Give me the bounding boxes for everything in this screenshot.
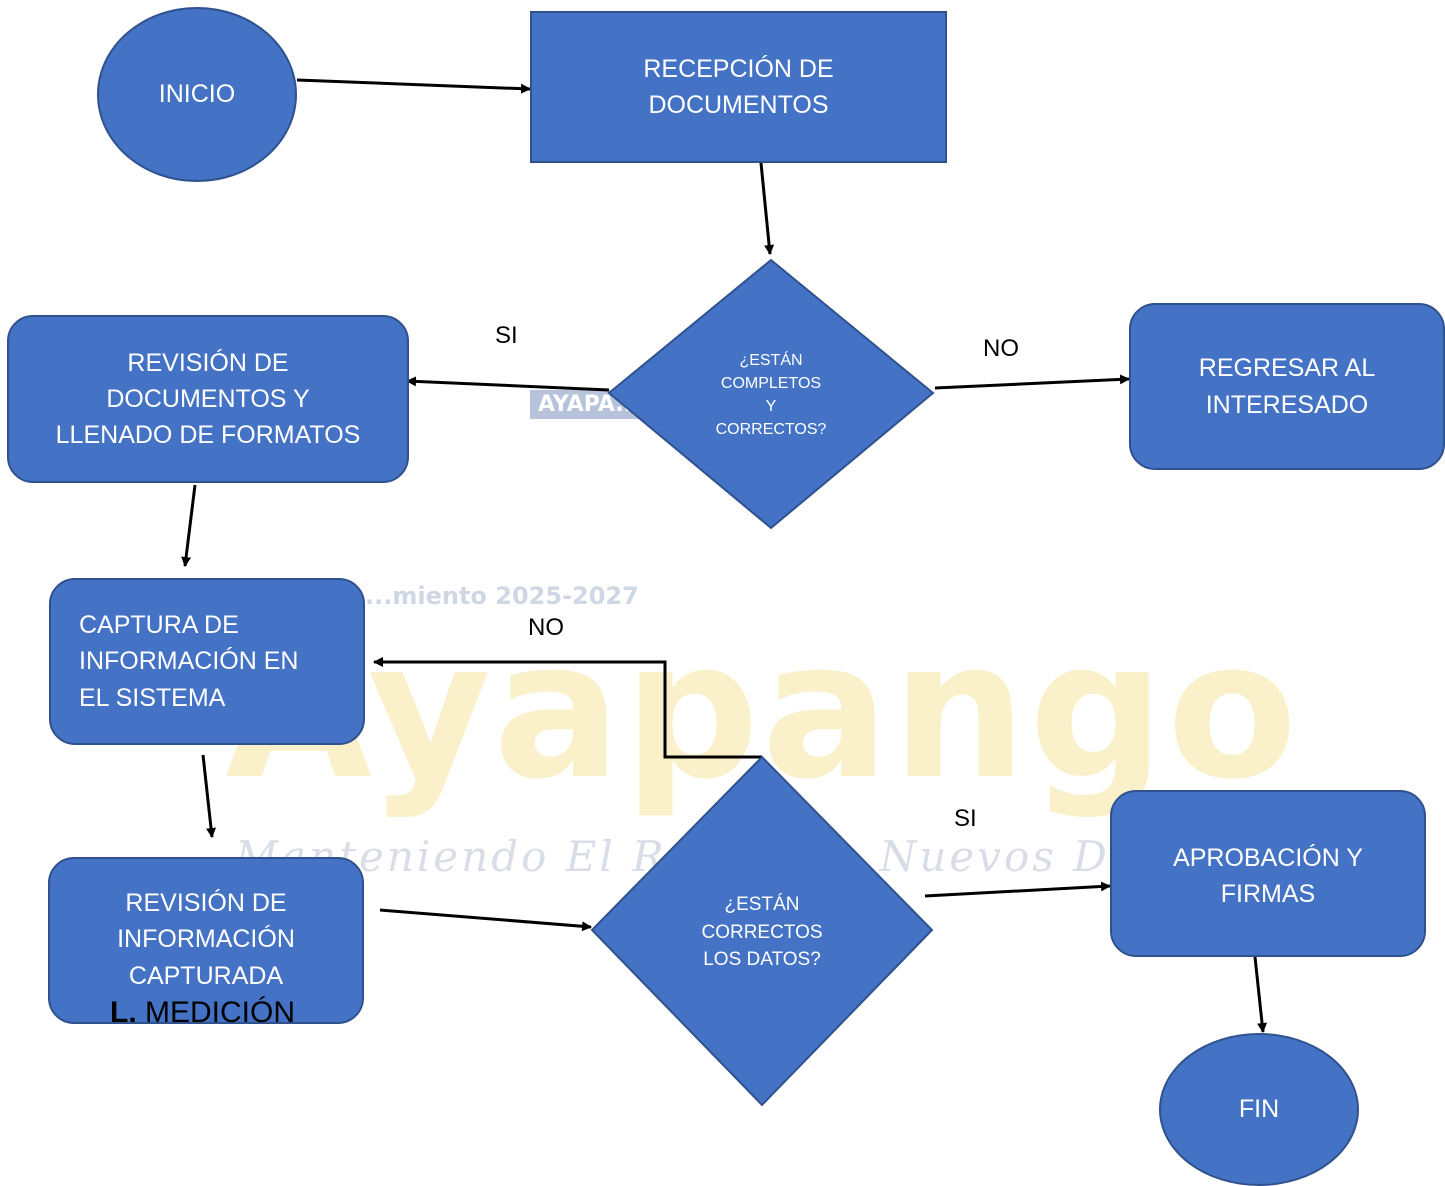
aprobacion-line-2: FIRMAS [1220,880,1316,909]
edge-label-si-2: SI [940,795,1012,841]
section-title: MEDICIÓN [145,996,296,1029]
decision2-line-1: ¿ESTÁN [724,894,800,916]
edge-label-no-2: NO [518,606,624,650]
end-node[interactable]: FIN [1159,1033,1359,1186]
captura-line-3: EL SISTEMA [79,683,226,712]
revision-doc-line-3: LLENADO DE FORMATOS [55,421,361,450]
decision2-line-3: LOS DATOS? [703,949,821,971]
recepcion-line-1: RECEPCIÓN DE [643,54,834,83]
decision2-label[interactable]: ¿ESTÁN CORRECTOS LOS DATOS? [672,880,852,985]
revision-doc-line-2: DOCUMENTOS Y [106,384,310,413]
edge-label-no-1: NO [983,335,1019,362]
start-label: INICIO [158,80,236,109]
process-regresar[interactable]: REGRESAR AL INTERESADO [1129,303,1445,470]
decision1-line-1: ¿ESTÁN [739,351,803,369]
revision-doc-line-1: REVISIÓN DE [127,348,289,377]
captura-line-1: CAPTURA DE [79,611,239,640]
process-captura[interactable]: CAPTURA DE INFORMACIÓN EN EL SISTEMA [49,578,365,745]
section-letter: L. [110,996,137,1029]
arrow-inicio-to-recepcion [296,78,531,94]
captura-line-2: INFORMACIÓN EN [79,647,299,676]
arrow-aprobacion-to-fin [1253,956,1268,1033]
decision2-diamond [590,755,934,1107]
section-heading: L. MEDICIÓN [110,996,295,1030]
decision2-line-2: CORRECTOS [701,921,823,943]
arrow-decision2-to-aprobacion [924,881,1111,898]
regresar-line-2: INTERESADO [1205,390,1369,419]
arrow-captura-to-revision-info [201,754,216,838]
decision1-diamond [607,258,935,530]
recepcion-line-2: DOCUMENTOS [648,91,829,119]
arrow-recepcion-to-decision1 [759,162,775,255]
revision-info-line-2: INFORMACIÓN [117,925,295,954]
process-revision-documentos[interactable]: REVISIÓN DE DOCUMENTOS Y LLENADO DE FORM… [7,315,409,483]
decision1-line-2: COMPLETOS [720,374,822,392]
end-label: FIN [1238,1095,1280,1124]
arrow-revision-info-to-decision2 [379,908,592,932]
decision1-line-4: CORRECTOS? [715,421,827,439]
decision1-label[interactable]: ¿ESTÁN COMPLETOS Y CORRECTOS? [690,340,852,450]
aprobacion-line-1: APROBACIÓN Y [1173,844,1363,872]
arrow-decision1-to-regresar [934,374,1130,390]
start-node[interactable]: INICIO [97,7,297,182]
arrow-decision2-to-captura [373,657,762,759]
process-revision-informacion[interactable]: REVISIÓN DE INFORMACIÓN CAPTURADA [48,857,364,1024]
process-aprobacion[interactable]: APROBACIÓN Y FIRMAS [1110,790,1426,957]
revision-info-line-3: CAPTURADA [128,961,284,990]
process-recepcion[interactable]: RECEPCIÓN DE DOCUMENTOS [530,11,947,163]
arrow-decision1-to-revision-doc [406,376,610,392]
edge-label-si-2-text: SI [954,805,977,832]
revision-info-line-1: REVISIÓN DE [125,889,287,917]
edge-label-si-1: SI [495,322,518,349]
decision1-line-3: Y [765,398,777,415]
regresar-line-1: REGRESAR AL [1198,354,1376,383]
edge-label-no-2-text: NO [528,614,564,641]
arrow-revision-doc-to-captura [181,484,197,567]
